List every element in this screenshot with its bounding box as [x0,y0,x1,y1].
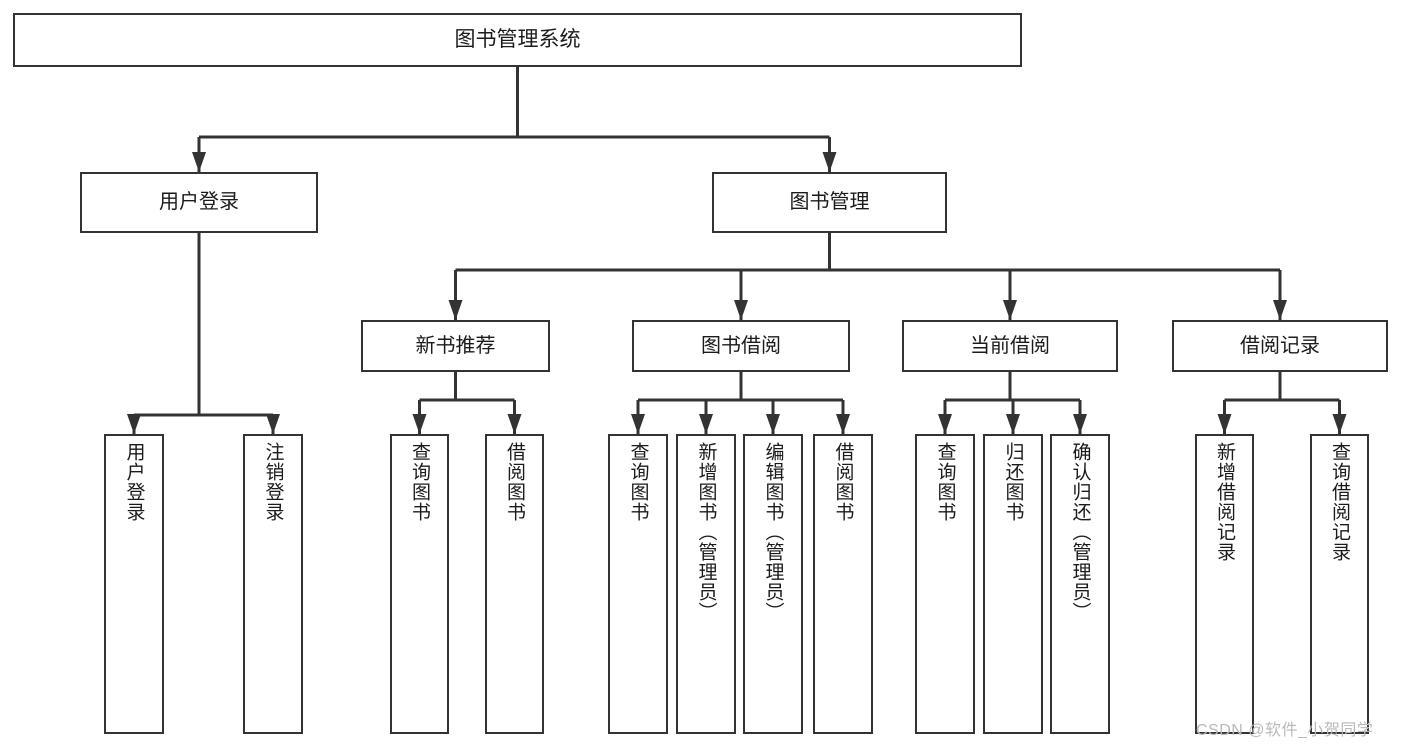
edge-arrowhead [1332,414,1347,434]
node-l2b[interactable]: 图书借阅 [632,320,850,372]
edge-arrowhead [1073,414,1087,434]
node-label: 确认归还（管理员） [1069,442,1091,622]
node-l2d[interactable]: 借阅记录 [1172,320,1388,372]
node-leaf7[interactable]: 编辑图书（管理员） [743,434,803,734]
node-label: 图书管理 [789,191,870,214]
node-label: 用户登录 [123,442,145,522]
node-leaf9[interactable]: 查询图书 [915,434,975,734]
node-leaf12[interactable]: 新增借阅记录 [1195,434,1254,734]
node-label: 注销登录 [262,442,284,522]
node-label: 借阅图书 [504,442,525,522]
edge-arrowhead [699,414,713,434]
node-leaf5[interactable]: 查询图书 [608,434,668,734]
node-l2a[interactable]: 新书推荐 [361,320,550,372]
edge-arrowhead [1006,414,1020,434]
node-label: 图书借阅 [701,334,781,357]
edge-arrowhead [412,414,427,434]
node-label: 查询图书 [627,442,649,522]
node-label: 图书管理系统 [454,28,581,52]
edge-arrowhead [1217,414,1232,434]
edge-arrowhead [448,300,463,320]
node-label: 新增图书（管理员） [695,442,717,622]
node-label: 新增借阅记录 [1214,442,1235,562]
node-label: 借阅图书 [832,442,854,522]
node-leaf13[interactable]: 查询借阅记录 [1310,434,1369,734]
node-l1b[interactable]: 图书管理 [712,172,947,233]
edge-arrowhead [766,414,780,434]
edge-arrowhead [1273,300,1287,320]
node-root[interactable]: 图书管理系统 [13,13,1022,67]
node-leaf11[interactable]: 确认归还（管理员） [1050,434,1110,734]
node-label: 用户登录 [159,191,239,214]
node-leaf2[interactable]: 注销登录 [243,434,303,734]
edge-arrowhead [127,414,141,434]
node-label: 新书推荐 [415,334,496,357]
node-leaf4[interactable]: 借阅图书 [485,434,544,734]
node-label: 当前借阅 [970,334,1050,357]
node-label: 查询图书 [409,442,430,522]
node-l1a[interactable]: 用户登录 [80,172,318,233]
edge-arrowhead [822,152,837,172]
node-label: 编辑图书（管理员） [762,442,784,622]
node-label: 查询借阅记录 [1329,442,1350,562]
edge-arrowhead [938,414,952,434]
edge-arrowhead [631,414,645,434]
node-label: 借阅记录 [1240,334,1320,357]
edge-arrowhead [836,414,850,434]
watermark-label: CSDN @软件_小贺同学 [1196,722,1374,739]
node-leaf3[interactable]: 查询图书 [390,434,449,734]
node-leaf1[interactable]: 用户登录 [104,434,164,734]
node-leaf6[interactable]: 新增图书（管理员） [676,434,736,734]
node-l2c[interactable]: 当前借阅 [902,320,1118,372]
edge-arrowhead [1003,300,1017,320]
edge-arrowhead [507,414,522,434]
node-label: 查询图书 [934,442,956,522]
edge-arrowhead [266,414,280,434]
edge-arrowhead [734,300,748,320]
node-leaf10[interactable]: 归还图书 [983,434,1043,734]
edge-arrowhead [192,152,206,172]
node-leaf8[interactable]: 借阅图书 [813,434,873,734]
node-label: 归还图书 [1002,442,1024,522]
